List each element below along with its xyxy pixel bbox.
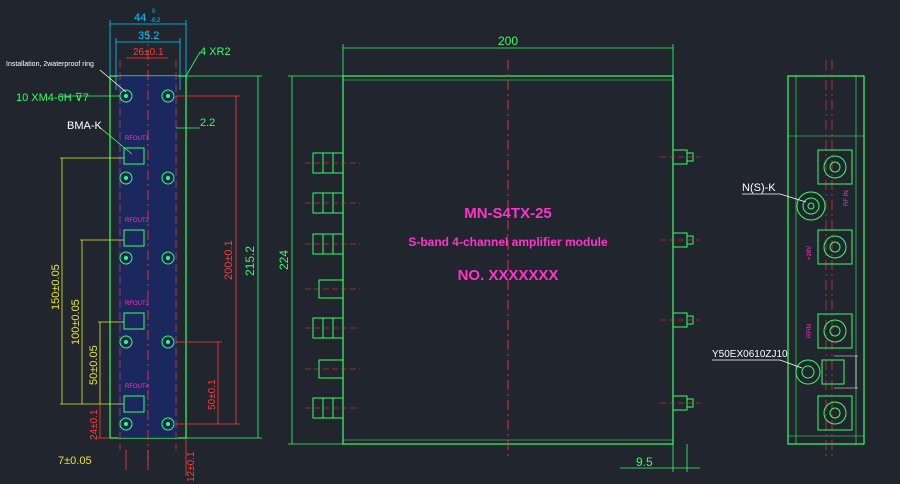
port-label-rfout1: RFOUT1 [125, 136, 150, 142]
dim-100: 100±0.05 [70, 299, 82, 345]
dim-50-left: 50±0.05 [88, 345, 100, 385]
mounting-holes [119, 89, 175, 431]
dim-150: 150±0.05 [50, 264, 62, 310]
round-connector [796, 191, 826, 221]
mounting-hole [119, 251, 133, 265]
mounting-hole [161, 171, 175, 185]
mounting-hole [119, 335, 133, 349]
bma-connector [123, 229, 145, 247]
dim-front-224: 224 [277, 250, 291, 270]
dim-7: 7±0.05 [58, 455, 92, 467]
n-connector [817, 395, 853, 431]
front-view: 200 224 9.5 MN-S4TX-25 S-band 4-channel … [277, 34, 700, 472]
dim-4xr2: 4 XR2 [200, 46, 231, 58]
dim-front-9-5: 9.5 [636, 455, 653, 469]
power-connector-label: Y50EX0610ZJ10 [712, 349, 788, 360]
mounting-hole [161, 417, 175, 431]
port-label-rfout4: RFOUT4 [125, 384, 150, 390]
mounting-hole [119, 171, 133, 185]
bma-connector [123, 147, 145, 165]
right-view: RF IN +28V RFIN N(S)-K Y50EX0610ZJ10 [712, 60, 865, 460]
n-connectors [817, 149, 853, 431]
dim-215-2: 215.2 [243, 246, 257, 276]
mounting-hole [119, 417, 133, 431]
right-port-label-rfin: RFIN [807, 324, 813, 338]
dim-width-44-tol-lower: -0.2 [150, 18, 161, 24]
dim-thread: 10 XM4-6H ⊽7 [16, 92, 89, 104]
connector-label-ns-k: N(S)-K [742, 182, 776, 194]
annotation-installation: Installation, 2waterproof ring [6, 61, 94, 68]
dim-24: 24±0.1 [89, 409, 100, 440]
front-right-connectors [672, 149, 694, 411]
mounting-hole [161, 251, 175, 265]
right-port-label-28v: +28V [807, 246, 813, 260]
mounting-hole [161, 89, 175, 103]
dim-200: 200±0.1 [223, 240, 235, 280]
dim-2-2: 2.2 [200, 117, 215, 129]
n-connector [817, 313, 853, 349]
dim-26: 26±0.1 [133, 47, 164, 58]
front-left-connectors [312, 152, 344, 419]
dim-width-44: 44 [134, 12, 146, 24]
module-description: S-band 4-channel amplifier module [408, 235, 608, 249]
dim-35-2: 35.2 [138, 30, 159, 42]
n-connector [817, 149, 853, 185]
left-view: RFOUT1 RFOUT2 RFOUT3 RFOUT4 44 0 -0.2 35… [6, 9, 262, 482]
port-label-rfout2: RFOUT2 [125, 218, 150, 224]
dim-front-200: 200 [498, 34, 518, 48]
connector-label-bma: BMA-K [67, 120, 103, 132]
right-port-label-rf-in: RF IN [844, 190, 850, 206]
n-connector [817, 229, 853, 265]
power-connector [795, 359, 845, 385]
serial-number: NO. XXXXXXX [458, 267, 559, 284]
mounting-hole [161, 335, 175, 349]
bma-connector [123, 312, 145, 330]
dim-12: 12±0.1 [186, 451, 197, 482]
model-number: MN-S4TX-25 [464, 205, 552, 222]
port-label-rfout3: RFOUT3 [125, 301, 150, 307]
dim-50-right: 50±0.1 [207, 379, 218, 410]
dim-width-44-tol-upper: 0 [152, 9, 156, 15]
